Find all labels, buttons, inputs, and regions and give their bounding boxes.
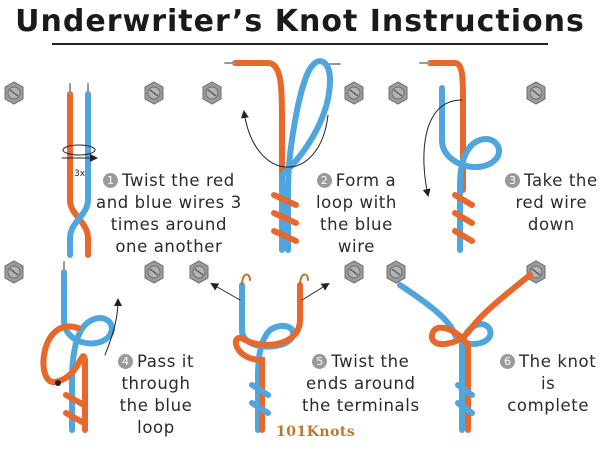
step-2-line-1: Form a: [335, 171, 397, 190]
step-5-line-1: Twist the: [331, 352, 410, 371]
step-6-wires: [397, 272, 533, 433]
step-3-line-1: Take the: [524, 171, 598, 190]
step-3-wires: [419, 60, 502, 253]
step-5-line-3: the terminals: [302, 396, 420, 415]
step-5-line-2: ends around: [306, 374, 416, 393]
twist-count-label: 3x: [74, 169, 86, 179]
page-title: Underwriter’s Knot Instructions: [15, 4, 585, 39]
step-4-text: 4 Pass it through the blue loop: [118, 351, 194, 439]
step-6-line-3: complete: [507, 396, 590, 415]
site-logo: 101Knots: [276, 424, 356, 440]
step-6-line-2: is: [540, 374, 556, 393]
step-1-line-1: Twist the red: [121, 171, 235, 190]
step-2-line-2: loop with: [316, 193, 397, 212]
step-5-wires: [210, 273, 330, 433]
step-2-number-badge: 2: [316, 173, 332, 188]
step-3-line-3: down: [527, 215, 575, 234]
step-4-line-4: loop: [137, 418, 175, 437]
step-1-line-4: one another: [115, 237, 223, 256]
step-1-line-3: times around: [110, 215, 228, 234]
step-4-wires: [40, 261, 122, 433]
step-3-line-2: red wire: [515, 193, 588, 212]
step-1-line-2: and blue wires 3: [96, 193, 242, 212]
step-4-line-2: through: [121, 374, 191, 393]
step-4-number-badge: 4: [118, 354, 133, 369]
step-6-number-badge: 6: [500, 354, 515, 369]
step-6-text: 6 The knot is complete: [500, 351, 596, 417]
step-3-text: 3 Take the red wire down: [505, 170, 598, 236]
title-underline: [52, 43, 548, 45]
step-3-number-badge: 3: [505, 173, 520, 188]
step-6-line-1: The knot: [519, 352, 597, 371]
step-1-number-badge: 1: [102, 173, 118, 188]
step-5-number-badge: 5: [312, 354, 328, 369]
step-1-wires: [61, 83, 98, 258]
step-4-line-1: Pass it: [137, 352, 195, 371]
step-2-wires: [224, 58, 341, 253]
step-2-line-4: wire: [337, 237, 375, 256]
step-2-line-3: the blue: [320, 215, 393, 234]
step-4-line-3: the blue: [119, 396, 193, 415]
